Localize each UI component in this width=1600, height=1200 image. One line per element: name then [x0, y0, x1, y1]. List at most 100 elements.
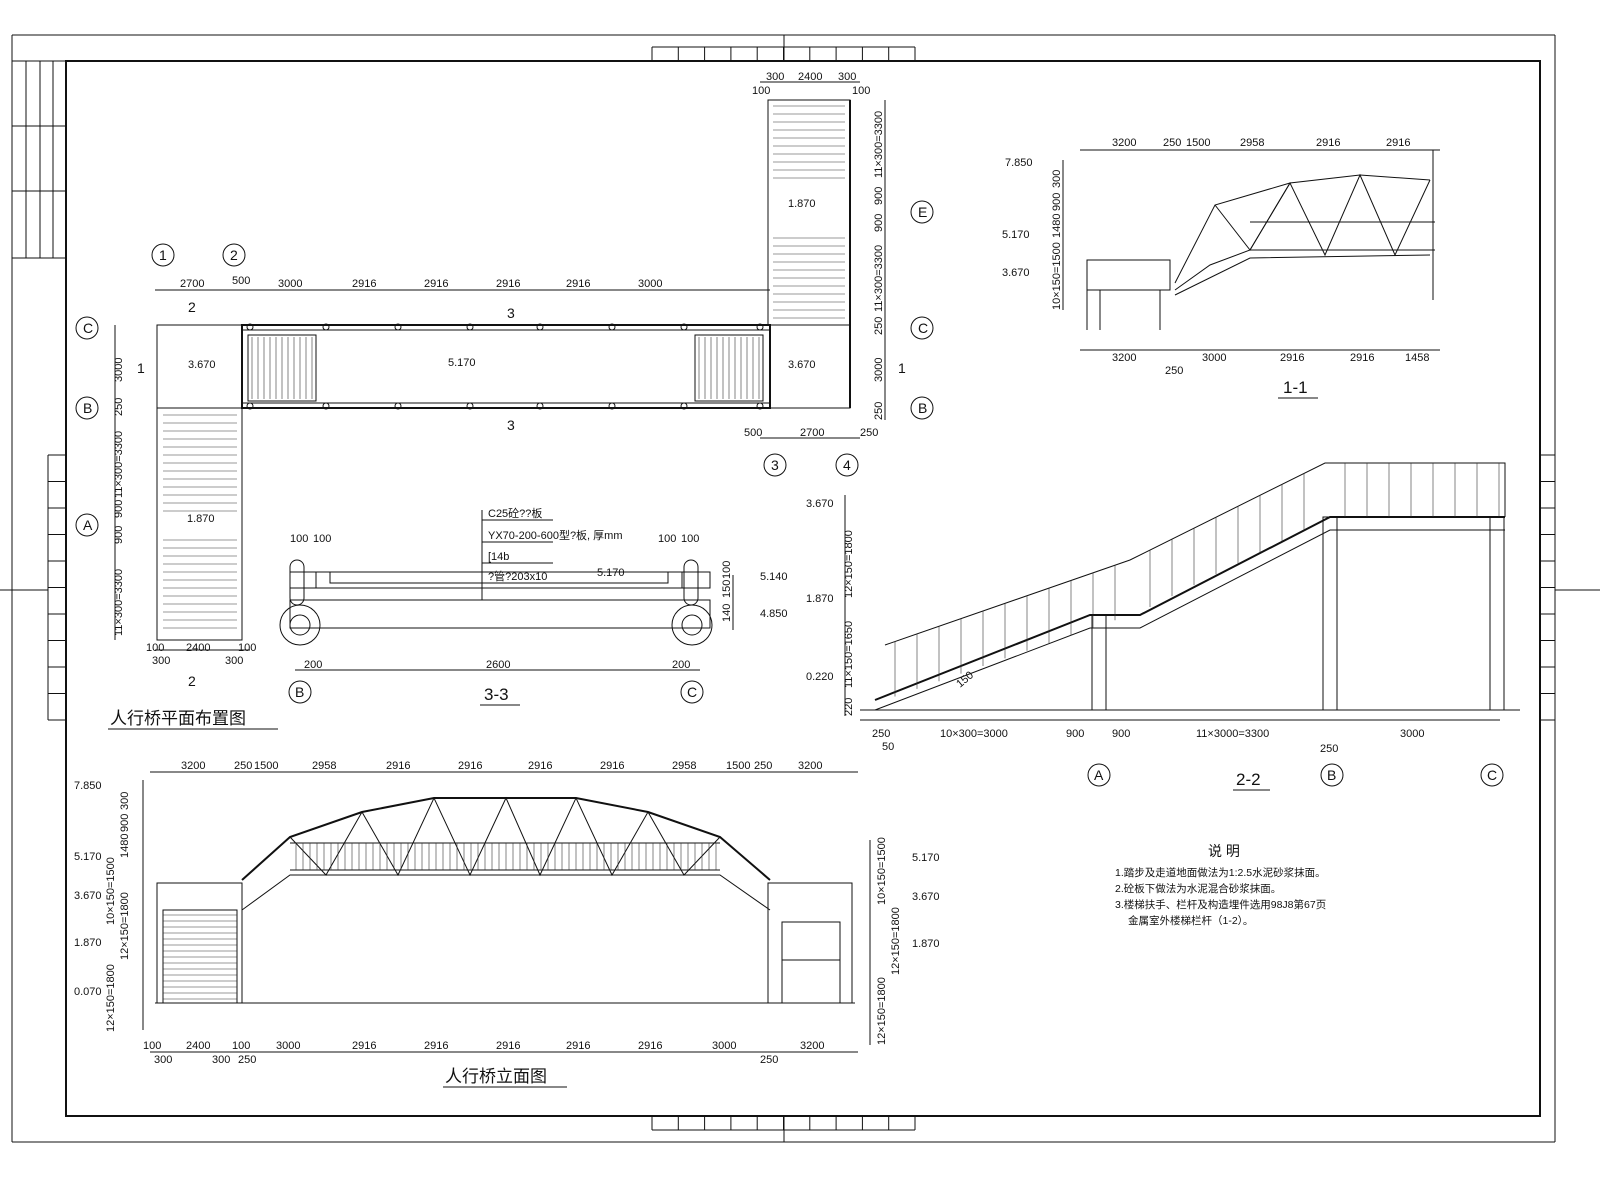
level: 5.170 — [74, 851, 102, 863]
dim: 250 — [234, 760, 252, 772]
truss-node — [536, 402, 544, 410]
dim: 3200 — [1112, 137, 1136, 149]
dim: 900 — [119, 814, 131, 832]
plan-dim: 300 — [766, 71, 784, 83]
section-3-3: C25砼??板 YX70-200-600型?板, 厚mm [14b ?管?203… — [279, 506, 788, 706]
dim: 2916 — [352, 1040, 376, 1052]
plan-dim: 500 — [232, 275, 250, 287]
axis-label: 4 — [843, 457, 851, 473]
plan-dim: 900 — [113, 500, 125, 518]
dim: 100 — [721, 561, 733, 579]
axis-bubble — [151, 243, 175, 267]
dim: 2958 — [1240, 137, 1264, 149]
plan-dim: 11×300=3300 — [113, 431, 125, 498]
dim: 250 — [872, 728, 890, 740]
truss-node — [536, 323, 544, 331]
dim: 3200 — [798, 760, 822, 772]
dim: 300 — [1051, 170, 1063, 188]
callout: YX70-200-600型?板, 厚mm — [488, 528, 623, 542]
dim: 3000 — [1400, 728, 1424, 740]
section-title: 3-3 — [484, 685, 509, 704]
section-mark: 1 — [898, 360, 906, 376]
dim: 3000 — [276, 1040, 300, 1052]
dim: 50 — [882, 741, 894, 753]
dim: 250 — [238, 1054, 256, 1066]
dim: 300 — [212, 1054, 230, 1066]
dim: 150 — [721, 580, 733, 598]
dim: 300 — [119, 792, 131, 810]
truss-node — [680, 402, 688, 410]
dim: 250 — [760, 1054, 778, 1066]
plan-level: 3.670 — [188, 359, 216, 371]
dim: 2916 — [424, 1040, 448, 1052]
dim: 3200 — [181, 760, 205, 772]
level: 1.870 — [74, 937, 102, 949]
dim: 100 — [681, 533, 699, 545]
level: 7.850 — [74, 780, 102, 792]
dim: 200 — [304, 659, 322, 671]
plan-level: 3.670 — [788, 359, 816, 371]
dim: 250 — [1320, 743, 1338, 755]
axis-bubble — [222, 243, 246, 267]
level: 5.140 — [760, 571, 788, 583]
plan-level: 1.870 — [788, 198, 816, 210]
truss-node — [608, 323, 616, 331]
dim: 100 — [143, 1040, 161, 1052]
plan-title: 人行桥平面布置图 — [110, 709, 246, 728]
plan-level: 5.170 — [448, 357, 476, 369]
dim: 12×150=1800 — [119, 892, 131, 960]
dim: 200 — [672, 659, 690, 671]
section-1-1: 3200 250 1500 2958 2916 2916 7.850 5.170… — [1002, 137, 1440, 399]
level: 0.070 — [74, 986, 102, 998]
truss-node — [466, 323, 474, 331]
axis-label: 1 — [159, 247, 167, 263]
elevation-title: 人行桥立面图 — [445, 1067, 547, 1086]
truss-node — [322, 323, 330, 331]
level: 4.850 — [760, 608, 788, 620]
truss-node — [246, 323, 254, 331]
plan-dim: 250 — [860, 427, 878, 439]
truss-node — [394, 323, 402, 331]
callout: ?管?203x10 — [488, 569, 547, 583]
plan-dim: 3000 — [638, 278, 662, 290]
section-title: 2-2 — [1236, 770, 1261, 789]
dim: 900 — [1112, 728, 1130, 740]
section-mark: 2 — [188, 299, 196, 315]
truss-node — [246, 402, 254, 410]
dim: 1500 — [254, 760, 278, 772]
plan-dim: 2916 — [496, 278, 520, 290]
truss-node — [680, 323, 688, 331]
dim: 10×150=1500 — [1051, 242, 1063, 310]
dim: 100 — [658, 533, 676, 545]
axis-bubble — [75, 396, 99, 420]
dim: 220 — [843, 698, 855, 716]
note-item: 2.砼板下做法为水泥混合砂浆抹面。 — [1115, 882, 1281, 895]
dim: 1500 — [726, 760, 750, 772]
level: 5.170 — [912, 852, 940, 864]
dim: 12×150=1800 — [876, 977, 888, 1045]
truss-node — [756, 402, 764, 410]
truss-node — [466, 402, 474, 410]
plan-dim: 2916 — [424, 278, 448, 290]
plan-dim: 900 — [113, 526, 125, 544]
dim: 2958 — [312, 760, 336, 772]
plan-dimensions: 2700 500 3000 2916 2916 2916 2916 3000 3… — [108, 71, 906, 730]
section-mark: 3 — [507, 305, 515, 321]
dim: 2916 — [458, 760, 482, 772]
section-mark: 1 — [137, 360, 145, 376]
truss-node — [756, 323, 764, 331]
plan-dim: 2400 — [798, 71, 822, 83]
dim: 2916 — [1350, 352, 1374, 364]
axis-label: 3 — [771, 457, 779, 473]
notes-title: 说 明 — [1208, 843, 1240, 859]
axis-label: B — [295, 684, 304, 700]
plan-dim: 2916 — [352, 278, 376, 290]
dim: 2916 — [1316, 137, 1340, 149]
plan-dim: 900 — [873, 214, 885, 232]
dim: 2916 — [1280, 352, 1304, 364]
plan-level: 1.870 — [187, 513, 215, 525]
axis-label: C — [83, 320, 93, 336]
dim: 250 — [1163, 137, 1181, 149]
callout: [14b — [488, 551, 509, 563]
